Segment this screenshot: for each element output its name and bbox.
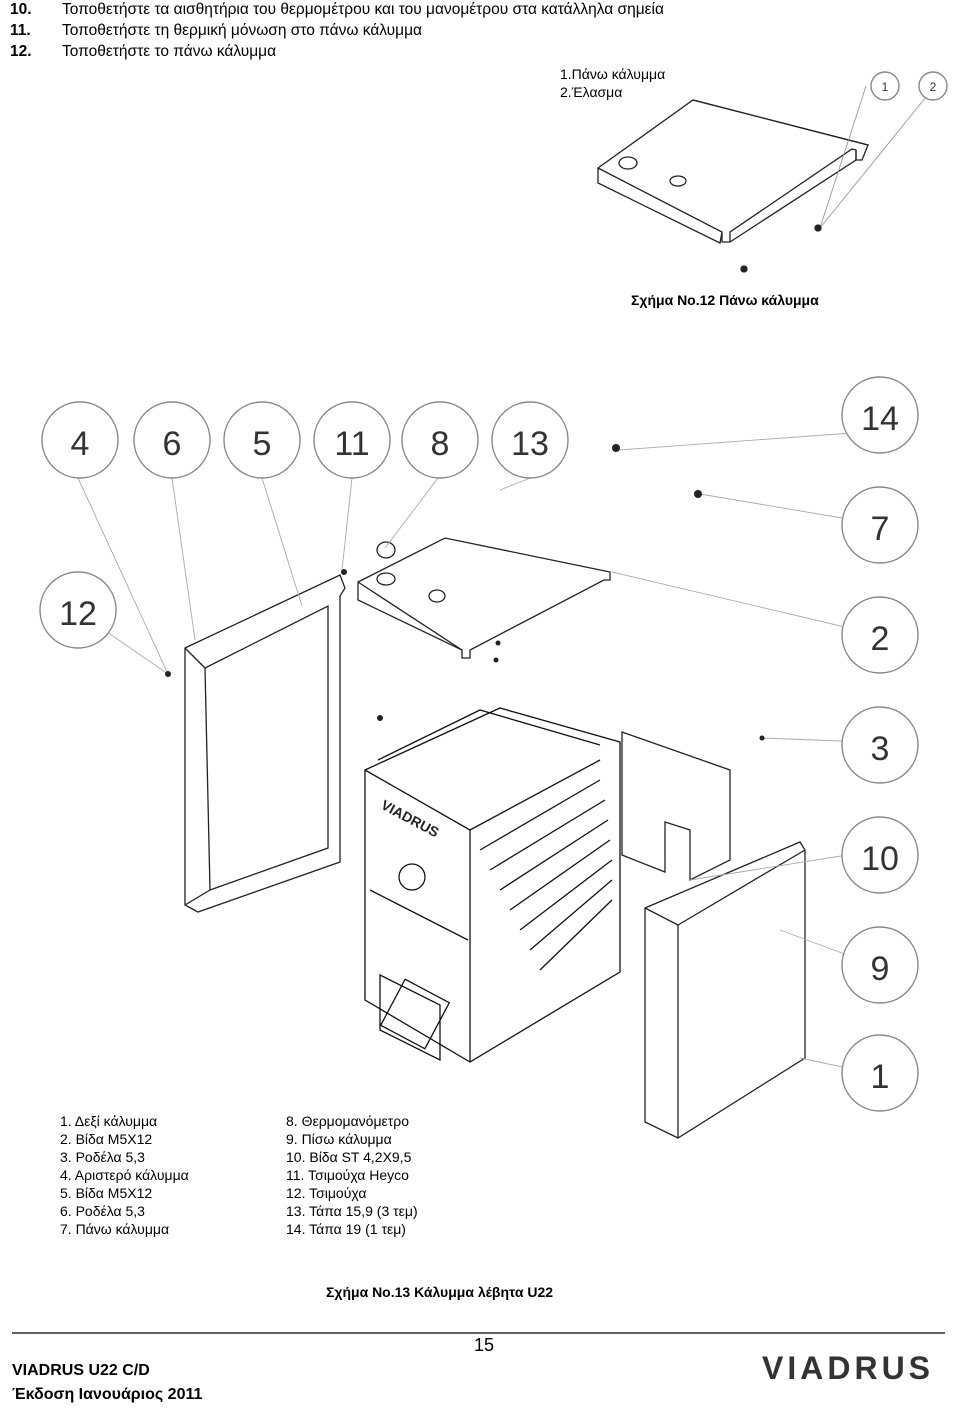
svg-text:2: 2 [871,620,890,658]
figure13-callouts: 4 6 5 11 8 13 12 14 7 2 3 10 9 1 [39,376,919,1112]
svg-text:10: 10 [861,840,899,878]
page-number: 15 [474,1335,495,1355]
figure13-caption: Σχήμα No.13 Κάλυμμα λέβητα U22 [326,1284,554,1300]
legend-item: 2.Έλασμα [560,84,623,100]
list-item: 11. Τσιμούχα Heyco [286,1167,409,1183]
parts-list-left: 1. Δεξί κάλυμμα 2. Βίδα M5X12 3. Ροδέλα … [60,1112,189,1238]
step-10: 10. Τοποθετήστε τα αισθητήρια του θερμομέ… [10,0,664,19]
step-number: 12. [10,43,32,60]
step-text: Τοποθετήστε τη θερμική μόνωση στο πάνω κ… [62,22,422,39]
svg-text:6: 6 [163,425,182,463]
leader-lines [77,431,867,1073]
figure12-callouts: 1 2 [870,71,948,101]
boiler-brand-label: VIADRUS [379,797,442,841]
step-number: 10. [10,1,32,18]
list-item: 10. Βίδα ST 4,2X9,5 [286,1149,412,1165]
svg-text:8: 8 [431,425,450,463]
list-item: 5. Βίδα M5X12 [60,1185,153,1201]
right-cover [644,841,806,1139]
back-cover [621,731,731,882]
list-item: 12. Τσιμούχα [286,1185,367,1201]
figure13-boiler-assembly [77,431,867,1139]
list-item: 4. Αριστερό κάλυμμα [60,1167,189,1183]
list-item: 6. Ροδέλα 5,3 [60,1203,145,1219]
footer-edition: Έκδοση Ιανουάριος 2011 [12,1386,203,1403]
top-cover [357,537,611,659]
list-item: 13. Τάπα 15,9 (3 τεμ) [286,1203,418,1219]
footer-model: VIADRUS U22 C/D [12,1362,150,1379]
small-screws [165,444,765,741]
step-12: 12. Τοποθετήστε το πάνω κάλυμμα [10,42,276,61]
legend-item: 1.Πάνω κάλυμμα [560,66,666,82]
svg-text:12: 12 [59,595,97,633]
viadrus-logo: VIADRUS [762,1350,935,1386]
svg-text:1: 1 [871,1058,890,1096]
step-11: 11. Τοποθετήστε τη θερμική μόνωση στο πάν… [10,21,422,40]
list-item: 14. Τάπα 19 (1 τεμ) [286,1221,406,1237]
callout-label: 1 [882,80,889,94]
list-item: 2. Βίδα M5X12 [60,1131,153,1147]
svg-text:5: 5 [253,425,272,463]
svg-text:7: 7 [871,510,890,548]
step-text: Τοποθετήστε το πάνω κάλυμμα [62,43,277,60]
svg-text:14: 14 [861,400,899,438]
figure12-caption: Σχήμα No.12 Πάνω κάλυμμα [631,292,819,308]
callout-label: 2 [930,80,937,94]
list-item: 7. Πάνω κάλυμμα [60,1221,170,1237]
svg-text:13: 13 [511,425,549,463]
svg-text:3: 3 [871,730,890,768]
list-item: 1. Δεξί κάλυμμα [60,1113,158,1129]
figure12-top-cover-drawing [596,85,927,244]
left-cover-frame [184,574,346,913]
step-text: Τοποθετήστε τα αισθητήρια του θερμομέτρο… [62,1,664,18]
parts-list-right: 8. Θερμομανόμετρο 9. Πίσω κάλυμμα 10. Βί… [286,1112,418,1238]
figure12-legend: 1.Πάνω κάλυμμα 2.Έλασμα [560,66,665,100]
svg-text:4: 4 [71,425,90,463]
svg-text:9: 9 [871,950,890,988]
list-item: 8. Θερμομανόμετρο [286,1113,410,1129]
boiler-body [364,707,621,1063]
svg-text:11: 11 [334,425,369,463]
step-number: 11. [10,22,31,39]
list-item: 9. Πίσω κάλυμμα [286,1131,392,1147]
list-item: 3. Ροδέλα 5,3 [60,1149,145,1165]
